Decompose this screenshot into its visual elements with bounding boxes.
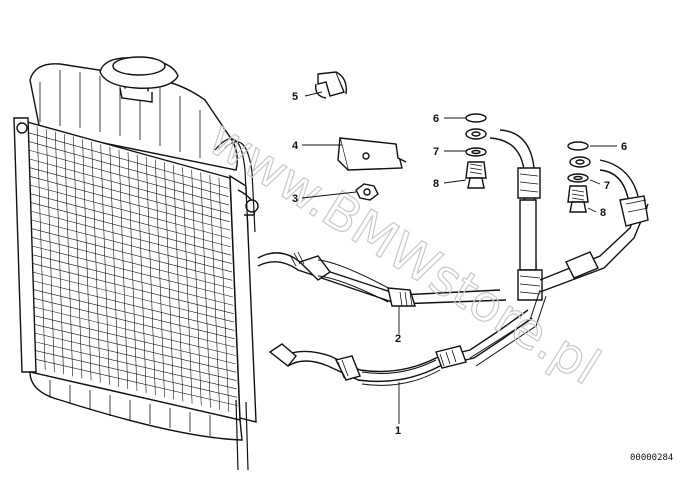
document-number: 00000284 xyxy=(630,453,673,463)
leader-lines xyxy=(301,91,617,424)
hex-nut xyxy=(355,183,379,201)
callout-7-left: 7 xyxy=(433,146,439,158)
callout-4: 4 xyxy=(292,140,299,152)
hose-clip xyxy=(315,71,347,99)
callout-7-right: 7 xyxy=(604,180,610,192)
radiator-cap xyxy=(99,56,179,103)
callout-5: 5 xyxy=(292,91,298,103)
fitting-set-right xyxy=(567,141,591,213)
callout-8-left: 8 xyxy=(433,178,439,190)
watermark: www.BMWstore.pl xyxy=(199,109,610,396)
callout-1: 1 xyxy=(395,425,401,437)
callout-8-right: 8 xyxy=(600,207,606,219)
hose-line-right xyxy=(469,129,649,367)
callout-6-left: 6 xyxy=(433,113,439,125)
hose-line-lower xyxy=(268,309,533,386)
radiator-core-fins xyxy=(28,126,238,412)
callout-6-right: 6 xyxy=(621,141,627,153)
callout-2: 2 xyxy=(395,333,401,345)
holder-bracket xyxy=(337,137,407,171)
callout-labels: 1 2 3 4 5 6 7 8 6 7 8 xyxy=(292,91,627,437)
fitting-set-left xyxy=(465,113,487,189)
radiator xyxy=(13,63,259,471)
hose-line-upper xyxy=(257,251,507,307)
callout-3: 3 xyxy=(292,193,298,205)
